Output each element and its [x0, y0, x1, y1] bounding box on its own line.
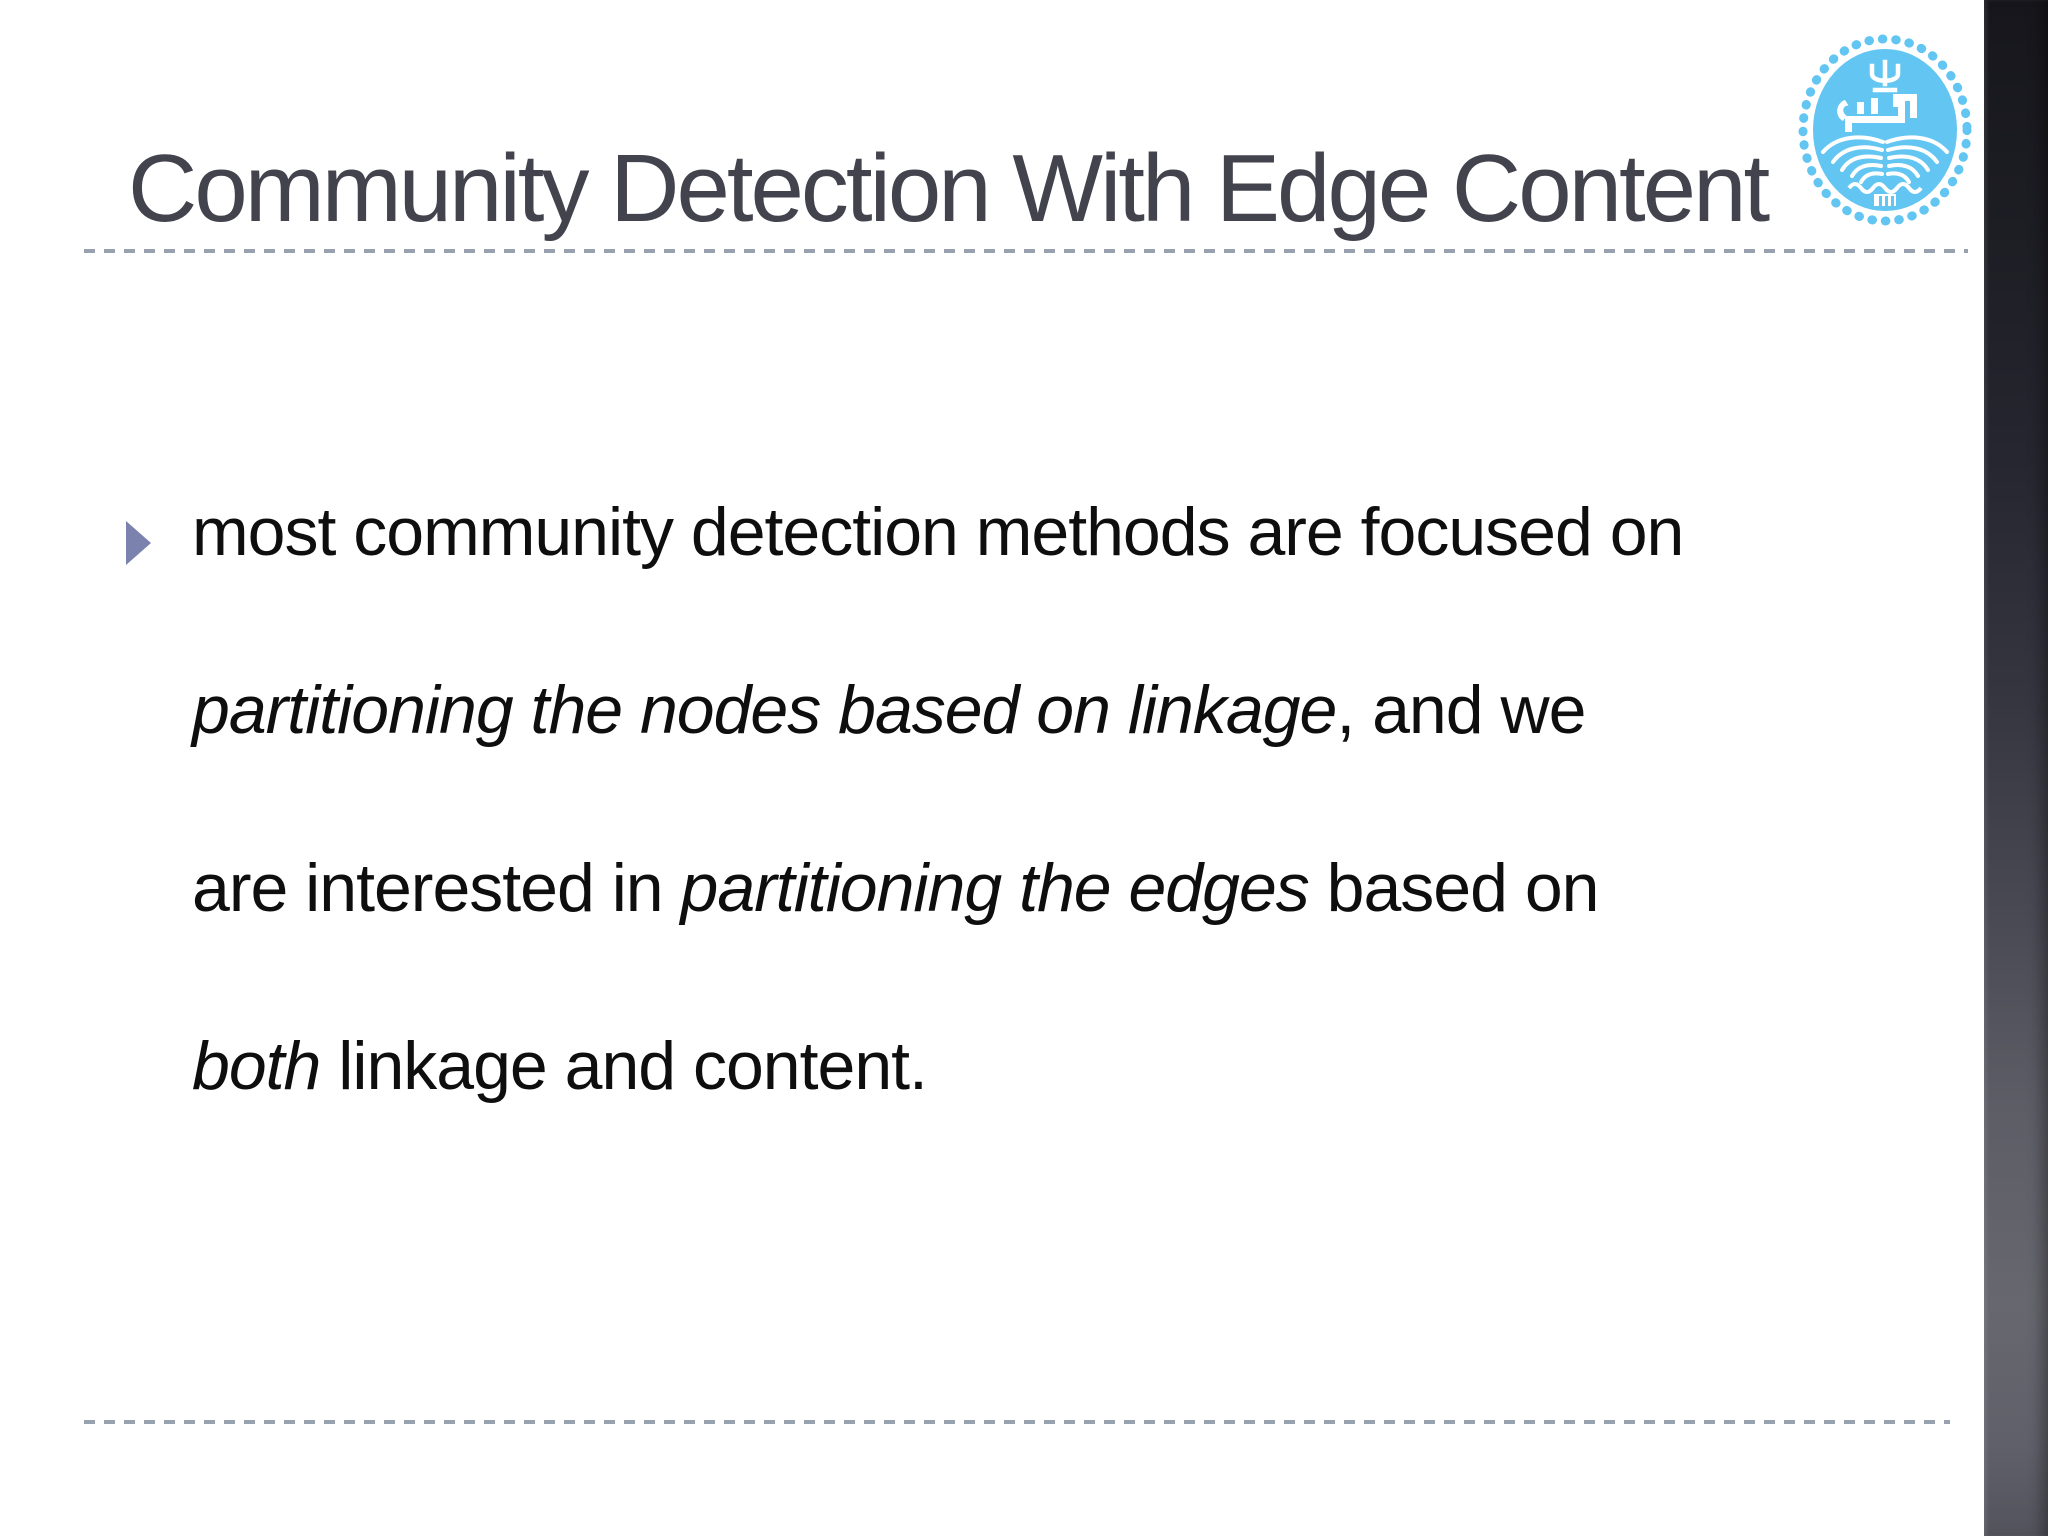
text-regular: are interested in — [192, 850, 681, 926]
slide-edge-gradient-bar — [1984, 0, 2048, 1536]
bullet-line-3: are interested in partitioning the edges… — [192, 799, 1868, 977]
text-regular: linkage and content. — [320, 1028, 928, 1104]
bullet-paragraph: most community detection methods are foc… — [126, 443, 1868, 1155]
text-italic: partitioning the nodes based on linkage — [192, 672, 1337, 748]
bullet-triangle-icon — [126, 521, 151, 565]
bullet-line-2: partitioning the nodes based on linkage,… — [192, 621, 1868, 799]
slide-title: Community Detection With Edge Content — [128, 135, 1770, 242]
text-regular: based on — [1308, 850, 1600, 926]
title-divider-dashed-line — [84, 249, 1968, 253]
bullet-line-1: most community detection methods are foc… — [192, 443, 1868, 621]
text-italic: partitioning the edges — [680, 850, 1310, 926]
text-regular: most community detection methods are foc… — [192, 494, 1684, 570]
text-regular: , and we — [1336, 672, 1586, 748]
university-of-tehran-logo-icon — [1798, 34, 1972, 226]
text-italic: both — [192, 1028, 321, 1104]
footer-divider-dashed-line — [84, 1420, 1950, 1424]
bullet-text: most community detection methods are foc… — [192, 443, 1868, 1155]
bullet-line-4: both linkage and content. — [192, 977, 1868, 1155]
